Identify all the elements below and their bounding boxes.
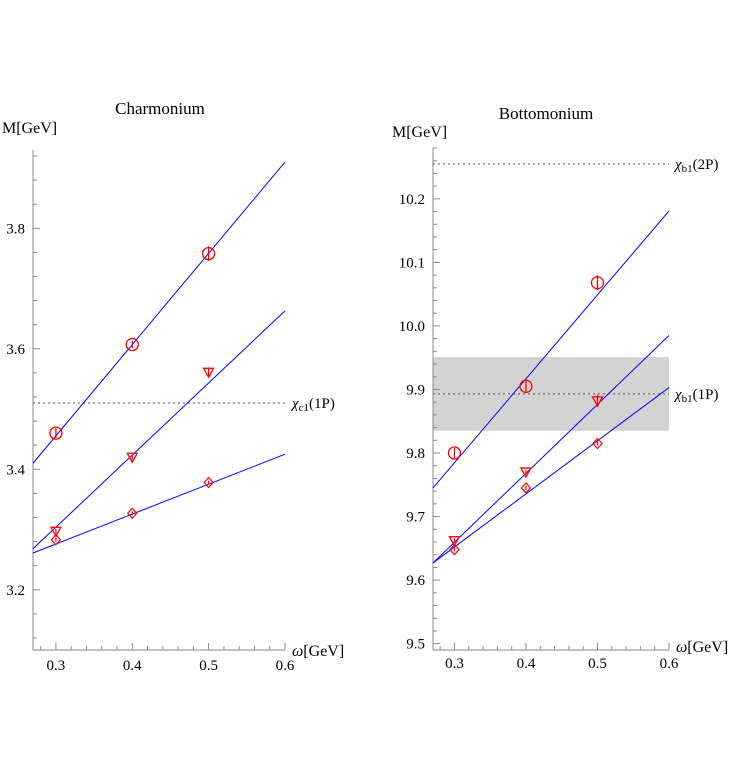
data-point-triangle [519, 467, 533, 479]
reference-line-label: χb1(1P) [673, 387, 718, 405]
x-axis-label: ω[GeV] [292, 643, 344, 660]
y-tick-label: 9.5 [406, 637, 425, 653]
data-point-circle [519, 379, 533, 393]
y-tick-label: 3.2 [6, 583, 25, 599]
x-axis-label: ω[GeV] [676, 639, 728, 656]
reference-symbol: χ [673, 387, 682, 403]
y-tick-label: 10.2 [399, 192, 425, 208]
data-point-triangle [448, 536, 461, 548]
y-tick-label: 10.0 [399, 319, 425, 335]
x-axis-unit: [GeV] [303, 643, 344, 660]
fit-line-triangle-down [32, 310, 286, 550]
x-tick-label: 0.4 [123, 658, 142, 674]
data-point-circle [447, 446, 462, 460]
x-tick-label: 0.5 [199, 658, 218, 674]
x-tick-label: 0.5 [588, 656, 607, 672]
y-tick-label: 9.9 [406, 382, 425, 398]
data-point-circle [49, 426, 63, 440]
reference-suffix: (2P) [693, 157, 719, 173]
data-point-triangle [49, 526, 63, 538]
x-tick-label: 0.4 [517, 656, 536, 672]
y-tick-label: 9.6 [406, 573, 425, 589]
reference-symbol: χ [290, 396, 299, 412]
y-tick-label: 10.1 [399, 255, 425, 271]
data-point-circle [125, 337, 139, 352]
panel-charmonium: 3.2 3.4 3.6 3.8 0.3 0.4 0.5 0.6 χc1(1P) Charmoniu… [2, 99, 344, 674]
data-point-diamond [520, 482, 532, 494]
data-point-diamond [50, 533, 62, 546]
y-axis-label: M[GeV] [392, 124, 447, 141]
fit-line-diamond [432, 387, 670, 564]
reference-symbol: χ [673, 157, 682, 173]
x-axis-symbol: ω [292, 643, 303, 660]
reference-line-label: χc1(1P) [290, 396, 335, 414]
fit-line-circle [32, 161, 286, 464]
fit-line-triangle-down [432, 335, 670, 564]
reference-subscript: c1 [299, 402, 309, 414]
data-point-diamond [592, 437, 603, 450]
y-tick-label: 3.6 [6, 342, 25, 358]
reference-suffix: (1P) [309, 396, 335, 412]
reference-suffix: (1P) [693, 387, 719, 403]
data-point-circle [201, 246, 216, 261]
data-point-triangle [202, 367, 215, 379]
x-tick-label: 0.6 [660, 656, 679, 672]
y-tick-label: 3.8 [6, 221, 25, 237]
fit-line-diamond [32, 453, 286, 554]
y-tick-label: 3.4 [6, 462, 25, 478]
panel-bottomonium: 9.5 9.6 9.7 9.8 9.9 10.0 10.1 10.2 0.3 0.4 0.5 0.6 χ… [392, 104, 728, 672]
y-tick-label: 9.8 [406, 446, 425, 462]
x-axis-symbol: ω [676, 639, 687, 656]
reference-subscript: b1 [682, 393, 693, 405]
x-tick-label: 0.3 [445, 656, 464, 672]
fit-line-circle [432, 210, 670, 489]
chart-title: Bottomonium [499, 104, 593, 123]
y-tick-label: 9.7 [406, 510, 425, 526]
data-point-triangle [591, 396, 604, 408]
x-tick-label: 0.6 [276, 658, 295, 674]
data-point-diamond [449, 543, 460, 556]
data-point-diamond [126, 507, 138, 520]
data-point-diamond [203, 476, 214, 489]
chart-title: Charmonium [115, 99, 205, 118]
y-axis-label: M[GeV] [2, 120, 57, 137]
reference-subscript: b1 [682, 163, 693, 175]
reference-line-label: χb1(2P) [673, 157, 718, 175]
x-tick-label: 0.3 [47, 658, 66, 674]
x-axis-unit: [GeV] [687, 639, 728, 656]
data-point-triangle [126, 452, 139, 464]
data-point-circle [590, 276, 605, 290]
